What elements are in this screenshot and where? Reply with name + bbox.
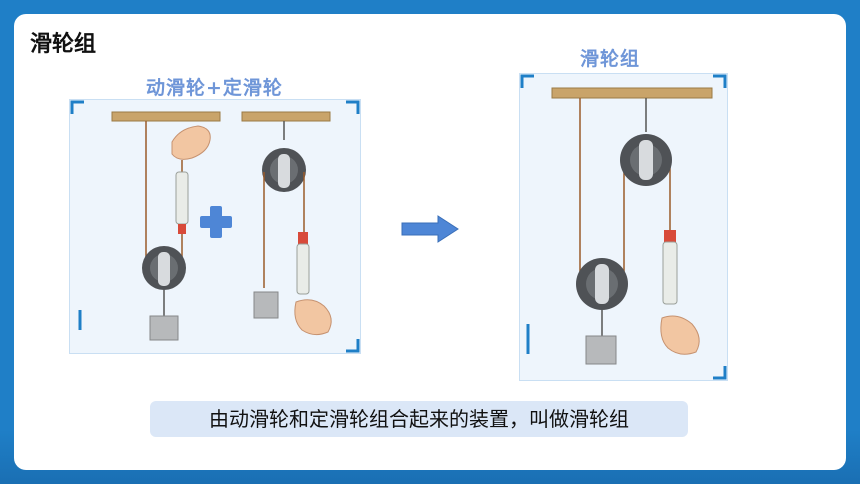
weight-icon: [253, 291, 279, 319]
wood-beam-right: [241, 111, 331, 122]
pulley-icon: [142, 246, 186, 290]
spring-scale-icon: [296, 232, 310, 295]
hand-icon: [660, 315, 700, 355]
spring-scale-icon: [662, 230, 678, 305]
pulley-icon: [620, 98, 672, 186]
wood-beam-left: [111, 111, 221, 122]
plus-icon: [200, 206, 232, 238]
pulley-icon: [576, 258, 628, 310]
weight-icon: [149, 290, 179, 341]
weight-icon: [585, 310, 617, 365]
right-illustration-panel: [519, 73, 728, 381]
left-subtitle: 动滑轮+定滑轮: [146, 77, 283, 99]
left-illustration-panel: [69, 99, 361, 354]
hand-icon: [171, 125, 211, 160]
right-arrow-icon: [401, 215, 459, 243]
wood-beam: [551, 87, 713, 99]
caption: 由动滑轮和定滑轮组合起来的装置，叫做滑轮组: [150, 401, 688, 437]
right-subtitle: 滑轮组: [580, 48, 641, 70]
pulley-icon: [262, 121, 306, 192]
spring-scale-icon: [175, 171, 189, 234]
hand-icon: [294, 299, 332, 336]
page-title: 滑轮组: [30, 32, 97, 57]
